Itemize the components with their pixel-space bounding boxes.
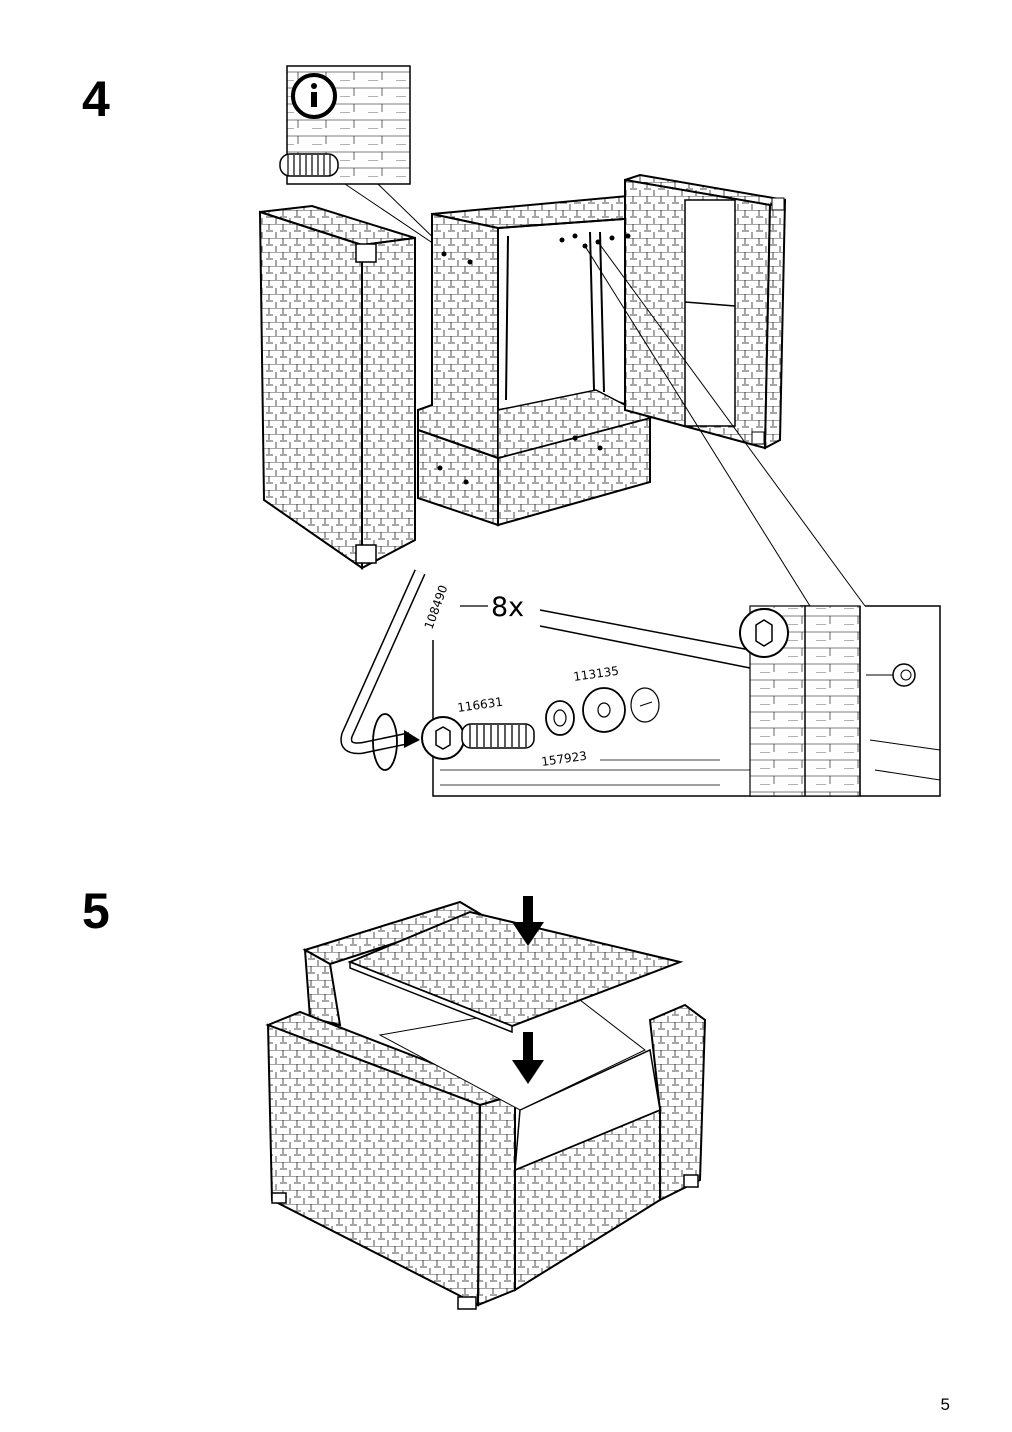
washer-part-label: 113135	[572, 664, 619, 684]
allen-key-part-label: 108490	[422, 583, 451, 631]
seat-frame	[417, 194, 669, 527]
right-side-panel	[624, 173, 787, 450]
info-circle-icon	[291, 73, 337, 119]
nut-icon	[545, 700, 575, 736]
washer-icon	[582, 687, 660, 733]
armchair-frame	[265, 900, 707, 1310]
quantity-label: 8x	[491, 592, 524, 623]
bolt-part-label: 116631	[456, 695, 503, 715]
down-arrow-icon	[512, 896, 544, 1084]
step-4-number: 4	[82, 71, 110, 127]
seat-deck	[347, 910, 684, 1034]
info-callout	[279, 65, 447, 251]
bolt-icon	[421, 716, 535, 760]
threaded-insert-icon	[279, 153, 339, 177]
hardware-detail-box	[432, 605, 941, 797]
bolt-positions	[437, 233, 866, 607]
page-number: 5	[940, 1395, 950, 1414]
step-5-number: 5	[82, 883, 110, 939]
allen-key-icon	[340, 569, 434, 771]
left-side-panel	[258, 204, 416, 570]
nut-part-label: 157923	[540, 749, 587, 769]
